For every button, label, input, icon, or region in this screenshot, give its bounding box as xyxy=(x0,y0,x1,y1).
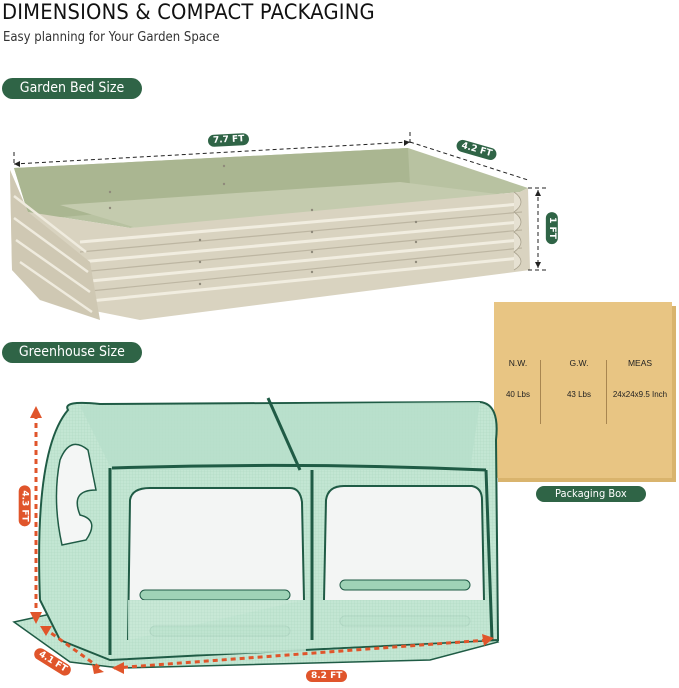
box-col-nw: N.W. 40 Lbs xyxy=(498,358,538,399)
box-divider xyxy=(540,360,541,424)
gw-value: 43 Lbs xyxy=(566,390,592,399)
meas-value: 24x24x9.5 Inch xyxy=(612,390,668,399)
page-subtitle: Easy planning for Your Garden Space xyxy=(3,30,220,45)
packaging-box-text: Packaging Box xyxy=(555,487,627,500)
garden-bed-size-text: Garden Bed Size xyxy=(19,80,125,96)
packaging-box: N.W. 40 Lbs G.W. 43 Lbs MEAS 24x24x9.5 I… xyxy=(494,302,672,478)
greenhouse-size-label: Greenhouse Size xyxy=(2,342,142,363)
greenhouse-size-text: Greenhouse Size xyxy=(18,344,126,360)
box-divider xyxy=(606,360,607,424)
box-col-meas: MEAS 24x24x9.5 Inch xyxy=(608,358,672,399)
nw-header: N.W. xyxy=(508,358,528,368)
box-col-gw: G.W. 43 Lbs xyxy=(548,358,610,399)
packaging-box-label: Packaging Box xyxy=(536,486,646,502)
meas-header: MEAS xyxy=(627,358,653,368)
greenhouse-length-tag: 8.2 FT xyxy=(306,670,348,682)
nw-value: 40 Lbs xyxy=(505,390,531,399)
gw-header: G.W. xyxy=(569,358,589,368)
page-title: DIMENSIONS & COMPACT PACKAGING xyxy=(2,0,375,24)
greenhouse-height-tag: 4.3 FT xyxy=(18,485,31,527)
garden-bed-size-label: Garden Bed Size xyxy=(2,78,142,99)
